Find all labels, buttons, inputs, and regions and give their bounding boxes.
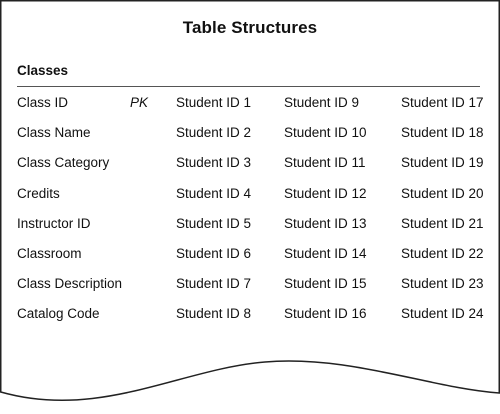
student-id-cell: Student ID 16 <box>284 306 367 322</box>
field-row: Classroom Student ID 6 Student ID 14 Stu… <box>0 245 500 275</box>
student-id-cell: Student ID 14 <box>284 245 367 261</box>
student-id-cell: Student ID 9 <box>284 95 360 110</box>
student-id-cell: Student ID 18 <box>401 125 484 141</box>
student-id-cell: Student ID 22 <box>401 245 484 261</box>
student-id-cell: Student ID 1 <box>176 95 252 110</box>
field-name: Classroom <box>17 245 82 261</box>
field-row: Class Description Student ID 7 Student I… <box>0 275 500 305</box>
section-divider <box>17 86 480 87</box>
student-id-cell: Student ID 17 <box>401 95 484 110</box>
field-name: Class Category <box>17 155 110 171</box>
field-row: Catalog Code Student ID 8 Student ID 16 … <box>0 305 500 335</box>
field-row: Instructor ID Student ID 5 Student ID 13… <box>0 215 500 245</box>
student-id-cell: Student ID 5 <box>176 215 252 231</box>
student-id-cell: Student ID 21 <box>401 215 484 231</box>
student-id-cell: Student ID 19 <box>401 155 484 171</box>
student-id-cell: Student ID 12 <box>284 185 367 201</box>
field-row: Credits Student ID 4 Student ID 12 Stude… <box>0 185 500 215</box>
student-id-cell: Student ID 15 <box>284 276 367 292</box>
student-id-cell: Student ID 4 <box>176 185 252 201</box>
field-list: Class ID PK Student ID 1 Student ID 9 St… <box>0 94 500 336</box>
student-id-cell: Student ID 13 <box>284 215 367 231</box>
student-id-cell: Student ID 24 <box>401 306 484 322</box>
field-name: Catalog Code <box>17 306 100 322</box>
student-id-cell: Student ID 7 <box>176 276 252 292</box>
student-id-cell: Student ID 2 <box>176 125 252 141</box>
section-heading-classes: Classes <box>17 63 69 78</box>
field-name: Credits <box>17 185 60 201</box>
field-row: Class ID PK Student ID 1 Student ID 9 St… <box>0 94 500 124</box>
student-id-cell: Student ID 23 <box>401 276 484 292</box>
student-id-cell: Student ID 20 <box>401 185 484 201</box>
student-id-cell: Student ID 8 <box>176 306 252 322</box>
student-id-cell: Student ID 11 <box>284 155 366 171</box>
field-name: Class ID <box>17 95 69 110</box>
student-id-cell: Student ID 10 <box>284 125 367 141</box>
field-row: Class Category Student ID 3 Student ID 1… <box>0 154 500 184</box>
student-id-cell: Student ID 3 <box>176 155 252 171</box>
field-name: Class Description <box>17 276 123 292</box>
field-row: Class Name Student ID 2 Student ID 10 St… <box>0 124 500 154</box>
field-name: Instructor ID <box>17 215 91 231</box>
page-title: Table Structures <box>182 18 318 37</box>
student-id-cell: Student ID 6 <box>176 245 252 261</box>
primary-key-label: PK <box>130 95 149 110</box>
field-name: Class Name <box>17 125 91 141</box>
